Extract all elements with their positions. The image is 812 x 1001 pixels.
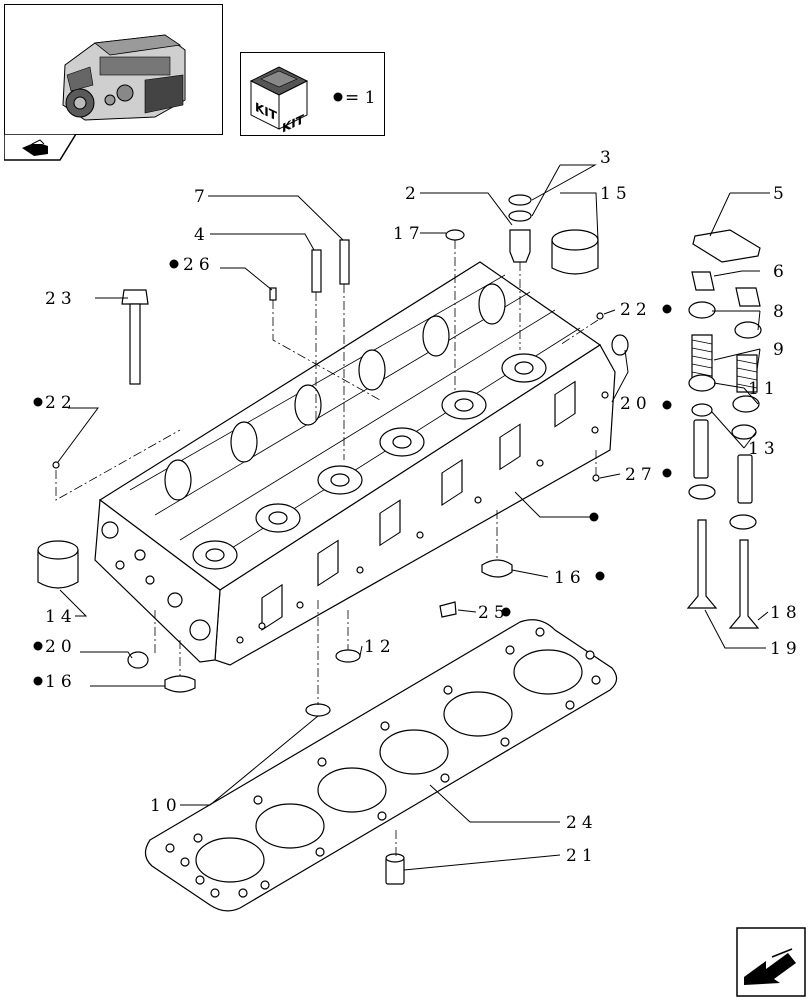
callout-3: 3 <box>600 148 616 168</box>
callout-10: 10 <box>150 796 182 816</box>
callout-24: 24 <box>566 813 598 833</box>
kit-legend: KIT KIT = 1 <box>240 52 385 136</box>
callout-26: 26 <box>183 255 215 275</box>
callout-labels: 2 3 4 5 6 7 8 9 10 11 12 13 14 15 16 16 … <box>45 148 802 866</box>
callout-4: 4 <box>194 225 210 245</box>
callout-21: 21 <box>566 846 598 866</box>
valve-exhaust <box>686 519 718 609</box>
callout-20-left: 20 <box>45 637 77 657</box>
callout-20-right: 20 <box>620 394 652 414</box>
callout-18: 18 <box>770 603 802 623</box>
valve-guide-b <box>737 454 753 504</box>
callout-13: 13 <box>748 439 780 459</box>
next-page-button[interactable] <box>736 927 806 997</box>
callout-9: 9 <box>773 340 789 360</box>
callout-27: 27 <box>625 465 657 485</box>
back-button[interactable] <box>3 133 78 162</box>
callout-16-left: 16 <box>45 672 77 692</box>
callout-14: 14 <box>45 607 77 627</box>
rocker-bridge <box>692 229 761 263</box>
callout-22-right: 22 <box>620 300 652 320</box>
cylinder-head <box>94 261 616 666</box>
valve-train-parts <box>686 229 762 629</box>
engine-thumbnail-frame <box>4 4 223 135</box>
head-gasket <box>144 619 618 912</box>
engine-illustration <box>62 34 186 121</box>
callout-11: 11 <box>748 379 780 399</box>
callout-8: 8 <box>773 302 789 322</box>
folder-back-icon <box>22 139 48 156</box>
callout-2: 2 <box>405 184 421 204</box>
callout-23: 23 <box>45 289 77 309</box>
callout-5: 5 <box>773 184 789 204</box>
valve-collet-a <box>691 271 715 291</box>
kit-box-icon: KIT KIT <box>249 66 309 136</box>
valve-spring-b <box>736 354 758 393</box>
loose-parts <box>37 194 629 885</box>
valve-collet-b <box>735 287 761 307</box>
valve-intake <box>728 539 760 629</box>
kit-marker-dot <box>333 92 343 102</box>
callout-17: 17 <box>393 224 425 244</box>
engine-thumbnail <box>62 34 186 121</box>
assembly-lines <box>55 240 599 856</box>
kit-legend-text: = 1 <box>345 88 375 108</box>
callout-6: 6 <box>773 262 789 282</box>
callout-7: 7 <box>194 187 210 207</box>
valve-guide-a <box>693 419 709 479</box>
callout-22-left: 22 <box>45 393 77 413</box>
callout-19: 19 <box>770 639 802 659</box>
next-page-arrow-icon <box>744 948 796 985</box>
callout-16-right: 16 <box>554 568 586 588</box>
callout-25: 25 <box>478 603 510 623</box>
callout-12: 12 <box>364 637 396 657</box>
valve-spring-a <box>691 334 713 379</box>
kit-markers <box>33 259 672 686</box>
callout-15: 15 <box>600 184 632 204</box>
leader-lines <box>57 164 770 871</box>
